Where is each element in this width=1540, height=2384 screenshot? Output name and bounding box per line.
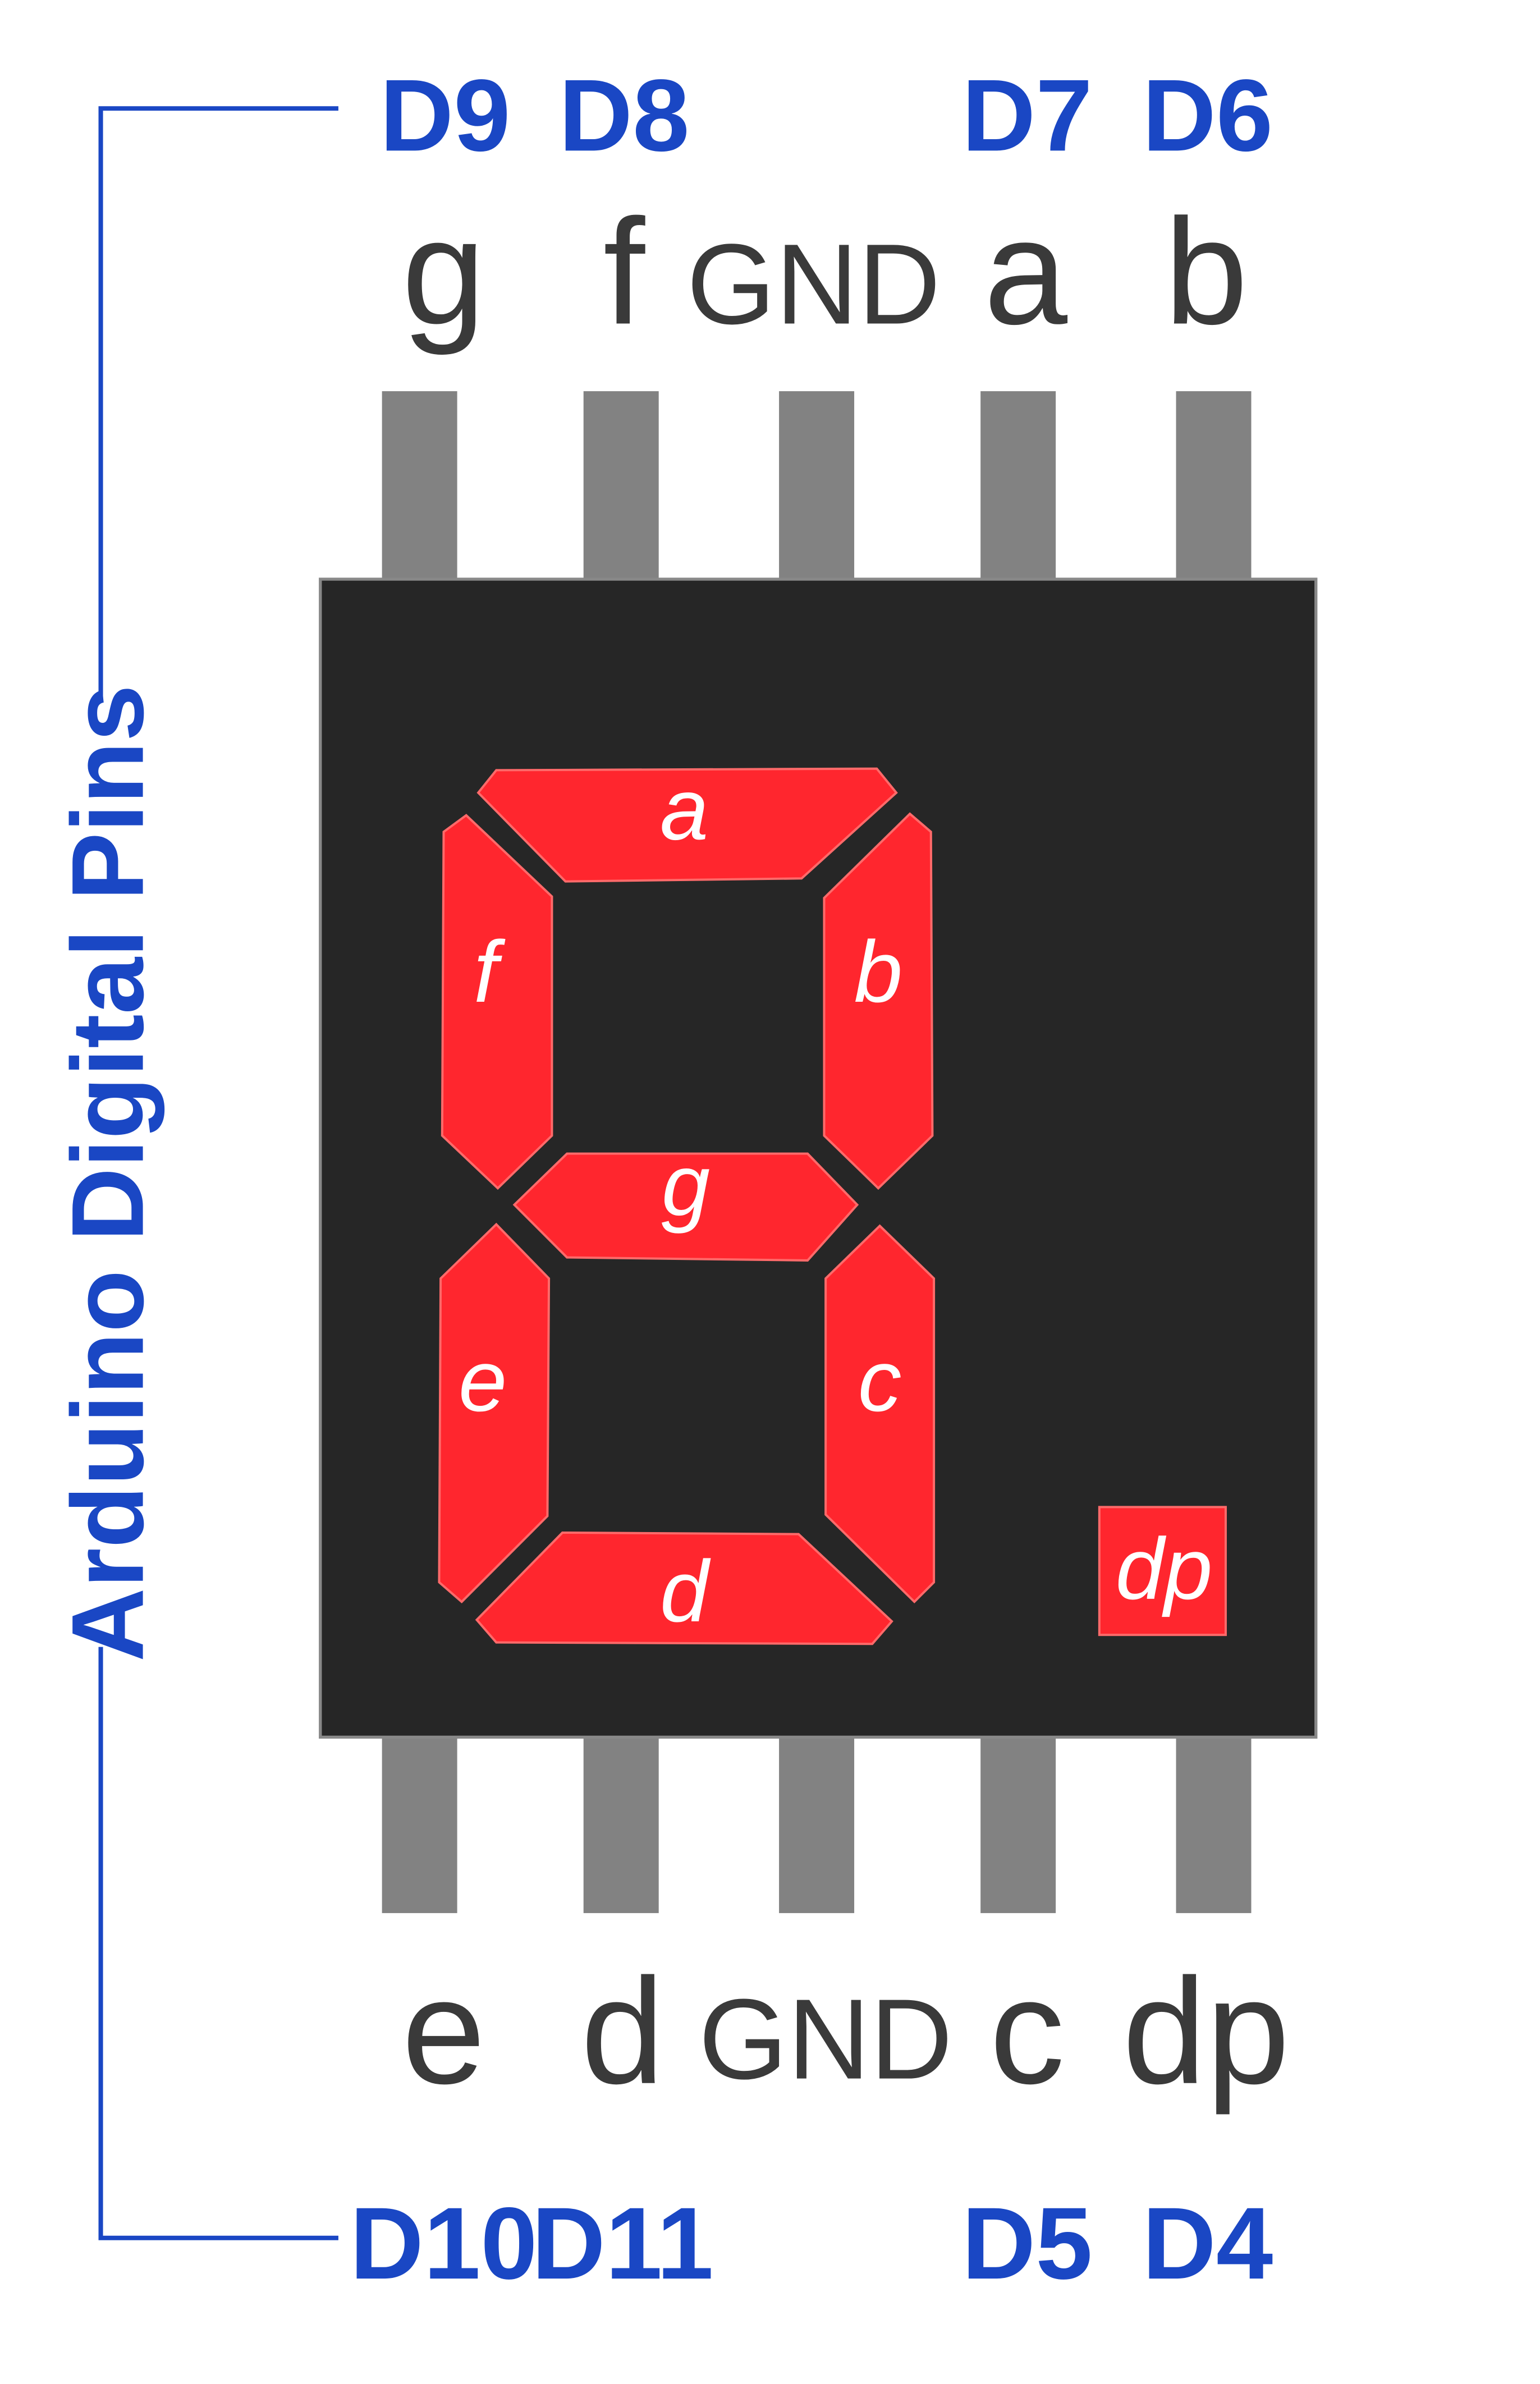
pin-name-label: dp <box>1122 1947 1290 2116</box>
segment-c <box>824 1224 936 1604</box>
pin-top-4 <box>980 391 1056 580</box>
pin-name-label: d <box>581 1947 664 2115</box>
segment-b <box>823 812 934 1190</box>
segment-label-dp: dp <box>1116 1520 1213 1617</box>
pin-name-label: e <box>402 1947 485 2115</box>
pin-bottom-2 <box>583 1737 659 1913</box>
arduino-pin-label: D7 <box>962 58 1093 172</box>
pin-top-5 <box>1176 391 1252 580</box>
segment-label-e: e <box>459 1332 507 1429</box>
arduino-pin-label: D6 <box>1142 58 1273 172</box>
segment-label-g: g <box>662 1136 710 1234</box>
pin-name-label: g <box>402 187 485 356</box>
pin-bottom-3 <box>779 1737 855 1913</box>
pin-bottom-5 <box>1176 1737 1252 1913</box>
arduino-pin-label: D8 <box>559 58 690 172</box>
arduino-pin-label: D5 <box>962 2186 1093 2300</box>
segment-f <box>441 814 553 1190</box>
segment-dp <box>1098 1506 1227 1636</box>
segment-d <box>475 1531 893 1645</box>
segment-a <box>476 767 898 883</box>
bracket-bottom <box>98 1647 338 2240</box>
arduino-pin-label: D9 <box>380 58 511 172</box>
arduino-pin-label: D4 <box>1142 2186 1273 2300</box>
pin-top-2 <box>583 391 659 580</box>
pin-name-label: GND <box>699 1976 953 2103</box>
pin-name-label: f <box>603 187 645 355</box>
arduino-pin-label: D11 <box>531 2186 713 2300</box>
pin-name-label: a <box>984 187 1069 355</box>
pin-name-label: c <box>989 1947 1065 2115</box>
side-label: Arduino Digital Pins <box>51 685 165 1662</box>
pin-top-1 <box>382 391 457 580</box>
bottom-pins <box>382 1737 1252 1913</box>
segment-g <box>512 1152 859 1262</box>
top-pins <box>382 391 1252 580</box>
segment-e <box>438 1222 551 1603</box>
segment-label-d: d <box>660 1542 711 1640</box>
pin-bottom-4 <box>980 1737 1056 1913</box>
bracket-top <box>98 106 338 700</box>
pin-name-label: GND <box>686 221 941 348</box>
segment-label-c: c <box>858 1332 902 1429</box>
pin-top-3 <box>779 391 855 580</box>
pin-bottom-1 <box>382 1737 457 1913</box>
arduino-pin-label: D10 <box>350 2186 537 2300</box>
pin-name-label: b <box>1165 187 1248 355</box>
segment-label-a: a <box>660 760 708 858</box>
segment-label-b: b <box>854 923 902 1020</box>
